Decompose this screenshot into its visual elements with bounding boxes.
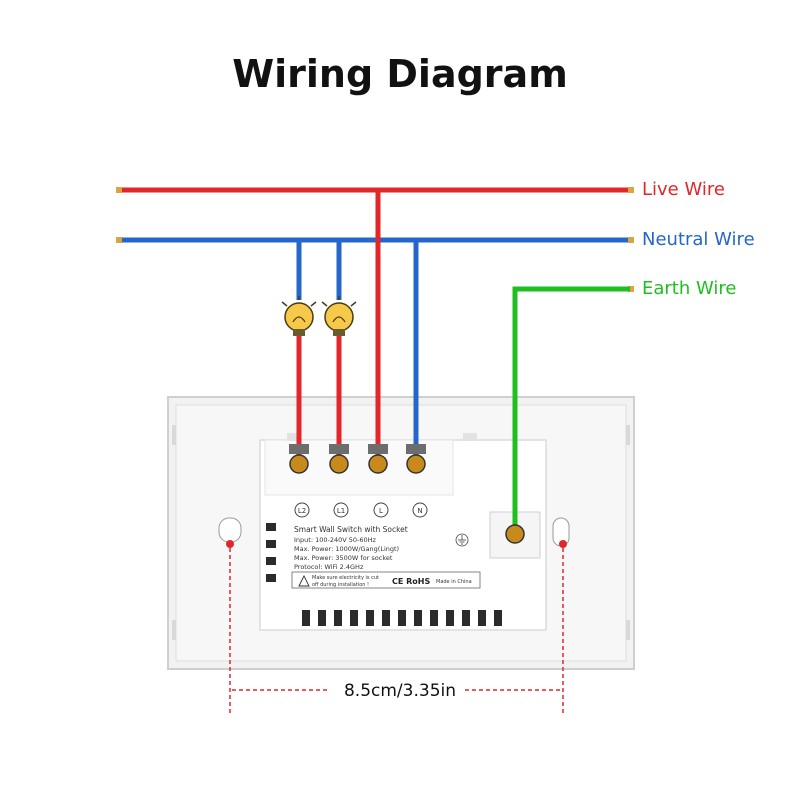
spec-power-gang: Max. Power: 1000W/Gang(Lingt): [294, 545, 399, 553]
terminal-screws: [289, 444, 525, 544]
terminal-label-n: N: [417, 507, 422, 515]
neutral-wire-label: Neutral Wire: [642, 229, 755, 250]
made-in-label: Made in China: [436, 579, 472, 585]
dimension-marker: [229, 548, 564, 716]
spec-power-socket: Max. Power: 3500W for socket: [294, 554, 393, 562]
warning-line-2: off during installation !: [312, 582, 369, 588]
terminal-label-l: L: [379, 507, 383, 515]
page-title: Wiring Diagram: [232, 52, 568, 96]
earth-wire-label: Earth Wire: [642, 278, 737, 299]
spec-input: Input: 100-240V 50-60Hz: [294, 536, 377, 544]
earth-ground-icon: [455, 533, 469, 547]
earth-wire: [512, 286, 630, 528]
warning-line-1: Make sure electricity is cut: [312, 575, 379, 581]
spec-protocol: Protocol: WiFi 2.4GHz: [294, 563, 364, 571]
live-wire-label: Live Wire: [642, 179, 725, 200]
dimension-label: 8.5cm/3.35in: [344, 681, 456, 701]
certification-marks: CE RoHS: [392, 577, 430, 586]
bulb-icon: [321, 296, 357, 336]
mount-hole-left: [218, 517, 242, 543]
terminal-label-l2: L2: [298, 507, 306, 515]
warning-icon: [298, 574, 310, 587]
spec-name: Smart Wall Switch with Socket: [294, 525, 408, 534]
vent-slots: [302, 610, 502, 626]
bulb-icon: [281, 296, 317, 336]
terminal-label-l1: L1: [337, 507, 345, 515]
